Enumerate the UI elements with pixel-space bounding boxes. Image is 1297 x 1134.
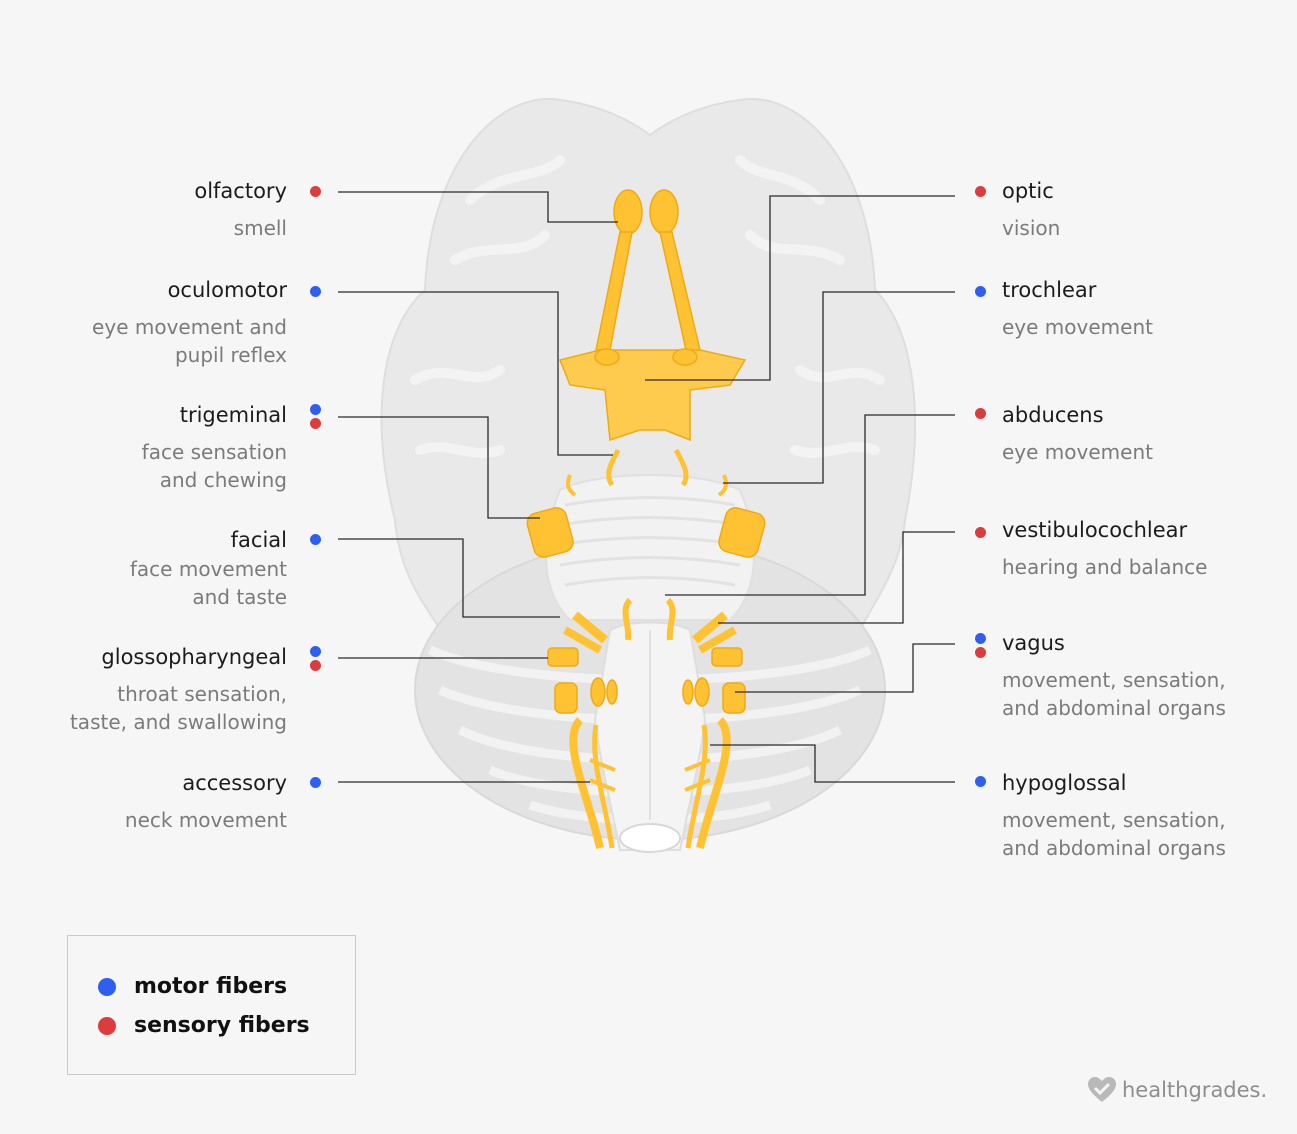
leader-trochlear: [723, 291, 955, 484]
label-vagus: vagus movement, sensation, and abdominal…: [1002, 630, 1226, 722]
motor-dot: [310, 777, 321, 788]
brand-text: healthgrades.: [1122, 1078, 1268, 1102]
legend: motor fibers sensory fibers: [67, 935, 356, 1075]
label-trigeminal: trigeminal face sensation and chewing: [142, 402, 287, 494]
nerve-name: vestibulocochlear: [1002, 518, 1188, 542]
sensory-dot: [98, 1016, 116, 1035]
label-accessory: accessory neck movement: [125, 770, 287, 834]
nerve-function: hearing and balance: [1002, 555, 1208, 579]
label-oculomotor: oculomotor eye movement and pupil reflex: [92, 277, 287, 369]
sensory-dot: [975, 527, 986, 538]
label-hypoglossal: hypoglossal movement, sensation, and abd…: [1002, 770, 1226, 862]
nerve-function: eye movement: [1002, 440, 1153, 464]
legend-item-sensory: sensory fibers: [98, 1013, 310, 1038]
medulla-spinal-cord: [593, 621, 707, 853]
label-trochlear: trochlear eye movement: [1002, 277, 1153, 341]
nerve-function: throat sensation, taste, and swallowing: [69, 682, 287, 734]
nerve-function: neck movement: [124, 808, 287, 832]
motor-dot: [975, 776, 986, 787]
leader-vestibulocochlear: [718, 531, 955, 624]
nerve-function: eye movement and pupil reflex: [92, 315, 287, 367]
label-vestibulocochlear: vestibulocochlear hearing and balance: [1002, 517, 1207, 581]
label-glossopharyngeal: glossopharyngeal throat sensation, taste…: [70, 644, 287, 736]
nerve-function: face sensation and chewing: [141, 440, 287, 492]
brain-folds: [410, 155, 885, 458]
motor-dot: [310, 286, 321, 297]
sensory-dot: [975, 186, 986, 197]
nerve-name: olfactory: [194, 179, 287, 203]
leader-hypoglossal: [710, 744, 955, 783]
nerve-function: movement, sensation, and abdominal organ…: [1002, 808, 1226, 860]
motor-dot: [310, 404, 321, 415]
nerve-name: optic: [1002, 179, 1054, 203]
nerve-function: eye movement: [1002, 315, 1153, 339]
leader-oculomotor: [338, 291, 613, 456]
nerve-name: hypoglossal: [1002, 771, 1127, 795]
sensory-dot: [975, 647, 986, 658]
label-olfactory: olfactory smell: [194, 178, 287, 242]
brand-logo: healthgrades.: [1086, 1075, 1267, 1105]
nerve-name: abducens: [1002, 403, 1104, 427]
nerve-name: glossopharyngeal: [101, 645, 287, 669]
leader-trigeminal: [338, 416, 540, 519]
motor-dot: [975, 286, 986, 297]
legend-label: sensory fibers: [134, 1013, 310, 1038]
nerve-name: vagus: [1002, 631, 1065, 655]
nerve-function: face movement and taste: [129, 557, 287, 609]
legend-item-motor: motor fibers: [98, 974, 287, 999]
label-abducens: abducens eye movement: [1002, 402, 1153, 466]
legend-label: motor fibers: [134, 974, 288, 999]
sensory-dot: [975, 408, 986, 419]
nerve-name: trochlear: [1002, 278, 1097, 302]
label-facial: facial face movement and taste: [130, 527, 287, 611]
leader-lines: [338, 191, 955, 783]
motor-dot: [98, 977, 116, 996]
leader-facial: [338, 538, 560, 618]
motor-dot: [310, 646, 321, 657]
leader-vagus: [735, 643, 955, 693]
motor-dot: [975, 633, 986, 644]
sensory-dot: [310, 660, 321, 671]
leader-olfactory: [338, 191, 618, 223]
nerve-name: accessory: [182, 771, 287, 795]
nerve-name: facial: [230, 528, 287, 552]
cranial-nerves: [526, 189, 766, 849]
nerve-function: vision: [1002, 216, 1061, 240]
sensory-dot: [310, 418, 321, 429]
nerve-function: movement, sensation, and abdominal organ…: [1002, 668, 1226, 720]
label-optic: optic vision: [1002, 178, 1060, 242]
nerve-function: smell: [233, 216, 287, 240]
nerve-name: trigeminal: [179, 403, 287, 427]
heart-check-icon: [1088, 1077, 1116, 1102]
sensory-dot: [310, 186, 321, 197]
pons: [545, 474, 755, 621]
nerve-name: oculomotor: [167, 278, 287, 302]
motor-dot: [310, 534, 321, 545]
leader-optic: [645, 195, 955, 381]
leader-abducens: [665, 414, 955, 596]
